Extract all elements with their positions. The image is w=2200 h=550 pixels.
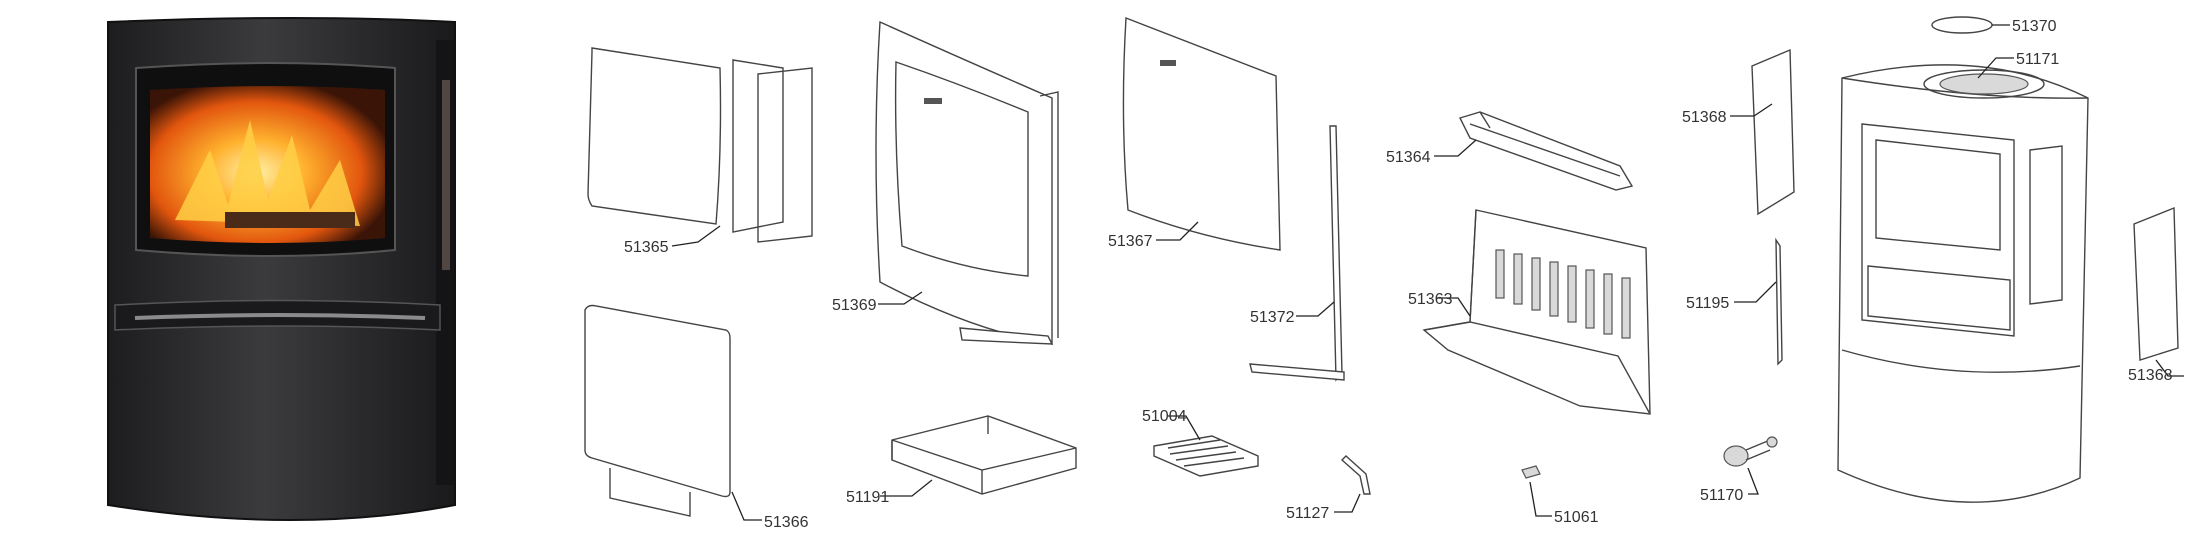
part-51367: 51367 bbox=[1108, 17, 1281, 251]
part-51195: 51195 bbox=[1686, 237, 1783, 366]
label-51191: 51191 bbox=[846, 489, 889, 506]
label-51368-right: 51368 bbox=[2128, 367, 2173, 384]
part-stove-body bbox=[1837, 64, 2089, 503]
label-51365: 51365 bbox=[624, 239, 669, 256]
part-51364: 51364 bbox=[1386, 111, 1634, 191]
label-51369: 51369 bbox=[832, 297, 877, 314]
label-51127: 51127 bbox=[1286, 505, 1329, 522]
part-51363: 51363 bbox=[1408, 209, 1651, 415]
label-51363: 51363 bbox=[1408, 291, 1453, 308]
label-51368-left: 51368 bbox=[1682, 109, 1727, 126]
label-51372: 51372 bbox=[1250, 309, 1295, 326]
label-51370: 51370 bbox=[2012, 18, 2057, 35]
part-51369: 51369 bbox=[832, 20, 1059, 345]
liner-slots bbox=[1495, 249, 1631, 339]
label-51195: 51195 bbox=[1686, 295, 1729, 312]
label-51170: 51170 bbox=[1700, 487, 1743, 504]
label-51061: 51061 bbox=[1554, 509, 1599, 526]
part-51127: 51127 bbox=[1286, 455, 1371, 522]
part-51061: 51061 bbox=[1521, 465, 1599, 526]
label-51366: 51366 bbox=[764, 514, 809, 531]
part-51365: 51365 bbox=[587, 47, 813, 256]
part-51366: 51366 bbox=[584, 304, 809, 531]
label-51004: 51004 bbox=[1142, 408, 1187, 425]
part-51170: 51170 bbox=[1700, 436, 1778, 504]
label-51367: 51367 bbox=[1108, 233, 1153, 250]
part-51372: 51372 bbox=[1249, 125, 1345, 382]
label-51364: 51364 bbox=[1386, 149, 1431, 166]
part-51191: 51191 bbox=[846, 415, 1077, 506]
part-51370: 51370 bbox=[1931, 16, 2057, 35]
part-51368-left: 51368 bbox=[1682, 48, 1795, 216]
part-51004: 51004 bbox=[1142, 408, 1259, 477]
part-51171: 51171 bbox=[1977, 51, 2059, 79]
part-51368-right: 51368 bbox=[2128, 206, 2184, 384]
stove-photo bbox=[107, 17, 456, 521]
label-51171: 51171 bbox=[2016, 51, 2059, 68]
